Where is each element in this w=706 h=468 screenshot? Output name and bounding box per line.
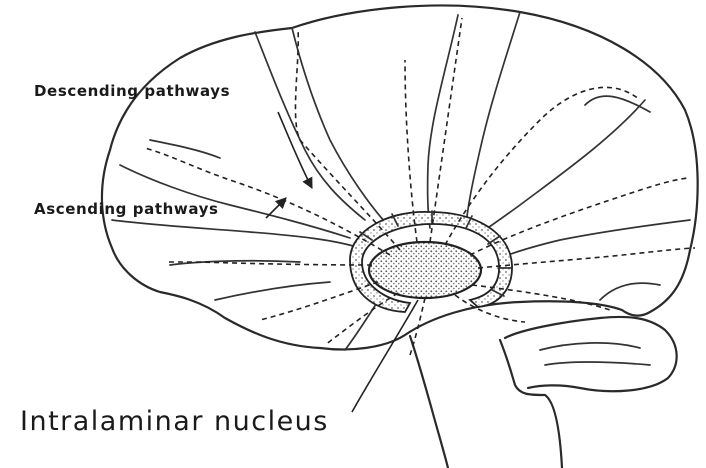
descending-pointer	[278, 112, 312, 188]
ascending-pathways	[145, 18, 695, 355]
cerebrum-outline	[102, 5, 698, 349]
cerebellum-outline	[505, 317, 677, 391]
ascending-pathways-label: Ascending pathways	[34, 200, 219, 218]
ascending-pointer	[266, 198, 286, 218]
brainstem-outline	[410, 336, 448, 468]
intralaminar-pointer	[352, 300, 418, 412]
descending-pathways-label: Descending pathways	[34, 82, 230, 100]
intralaminar-nucleus-label: Intralaminar nucleus	[20, 406, 329, 437]
intralaminar-nucleus-shape	[369, 242, 481, 298]
